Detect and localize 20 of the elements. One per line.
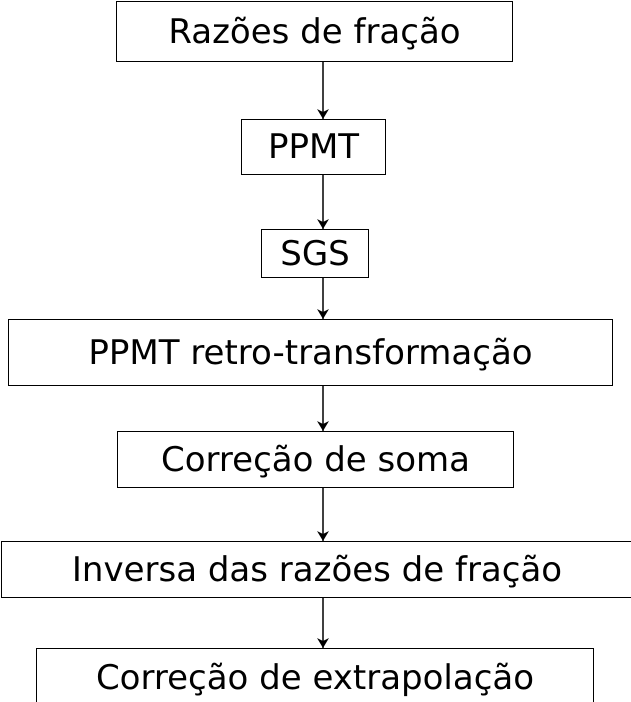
- box-label: Correção de extrapolação: [96, 658, 534, 698]
- process-box: [241, 119, 386, 175]
- arrow: [317, 386, 329, 431]
- arrow: [317, 278, 329, 319]
- arrow: [317, 62, 329, 119]
- box-label: PPMT: [268, 127, 360, 167]
- box-label: SGS: [280, 234, 350, 274]
- process-box: [1, 541, 631, 598]
- arrow: [317, 598, 329, 648]
- arrow: [317, 175, 329, 229]
- process-box: [261, 229, 369, 278]
- process-box: [8, 319, 613, 386]
- arrow: [317, 488, 329, 541]
- box-label: PPMT retro-transformação: [88, 332, 533, 372]
- process-box: [36, 648, 594, 702]
- process-box: [116, 1, 513, 62]
- box-label: Correção de soma: [161, 440, 470, 480]
- box-label: Razões de fração: [168, 12, 461, 52]
- box-label: Inversa das razões de fração: [72, 550, 562, 590]
- process-box: [117, 431, 514, 488]
